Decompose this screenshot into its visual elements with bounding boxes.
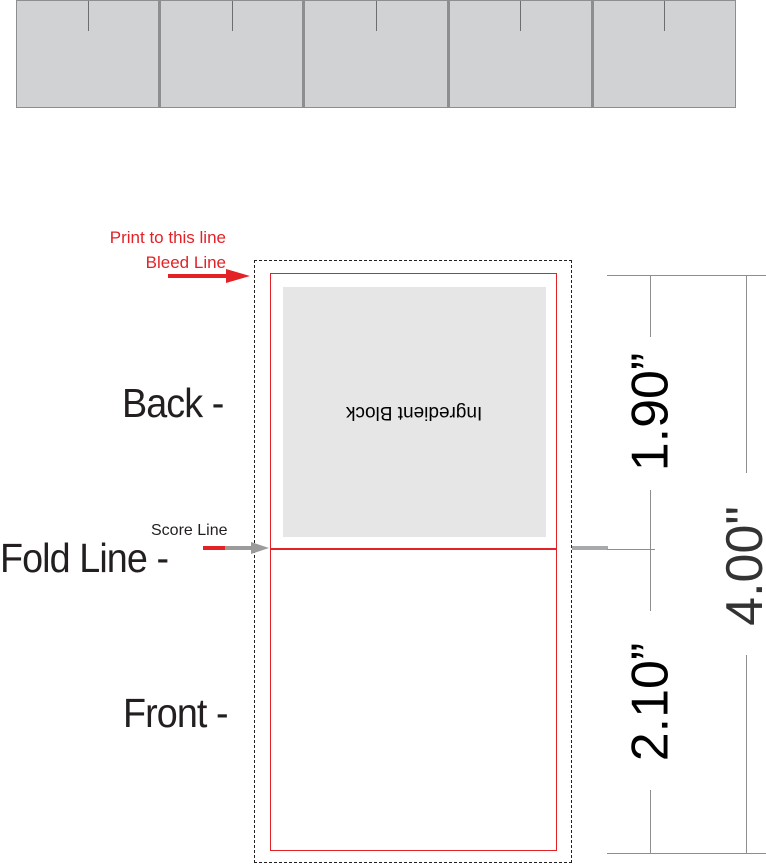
dim-total-line-bottom: [746, 655, 747, 853]
dim-top-line: [607, 275, 766, 276]
strip-panel: [159, 0, 304, 108]
front-height-dimension: 2.10”: [621, 642, 679, 762]
total-height-dimension: 4.00": [715, 506, 766, 626]
dim-front-line-bottom: [650, 790, 651, 853]
print-to-line-label: Print to this line: [109, 228, 226, 247]
score-arrow-icon: [203, 542, 269, 554]
fold-line-label: Fold Line -: [0, 535, 169, 581]
fold-tick-right: [572, 546, 608, 550]
strip-panel: [447, 0, 592, 108]
dim-front-line-top: [650, 549, 651, 611]
bleed-line-label: Bleed Line: [145, 253, 226, 272]
ingredient-block-text: Ingredient Block: [346, 402, 483, 423]
label-trim-outline: [270, 273, 557, 851]
dim-back-line-top: [650, 275, 651, 337]
bleed-arrow-icon: [168, 269, 250, 283]
panel-notch: [664, 1, 666, 31]
front-label: Front -: [123, 690, 229, 736]
strip-panel: [303, 0, 448, 108]
back-label: Back -: [122, 380, 224, 426]
ingredient-block: Ingredient Block: [283, 287, 546, 537]
bleed-line-outline: [254, 260, 572, 863]
back-height-dimension: 1.90”: [621, 352, 679, 472]
panel-notch: [376, 1, 377, 31]
dim-middle-line: [607, 549, 655, 550]
dim-bottom-line: [607, 853, 766, 854]
dim-back-line-bottom: [650, 490, 651, 549]
panel-notch: [231, 1, 233, 31]
panel-notch: [87, 1, 89, 31]
top-panel-strip: [16, 0, 737, 108]
strip-panel: [16, 0, 160, 108]
strip-panel: [591, 0, 737, 108]
dim-total-line-top: [746, 275, 747, 473]
panel-notch: [520, 1, 522, 31]
fold-line: [270, 548, 557, 550]
score-line-label: Score Line: [151, 522, 228, 539]
